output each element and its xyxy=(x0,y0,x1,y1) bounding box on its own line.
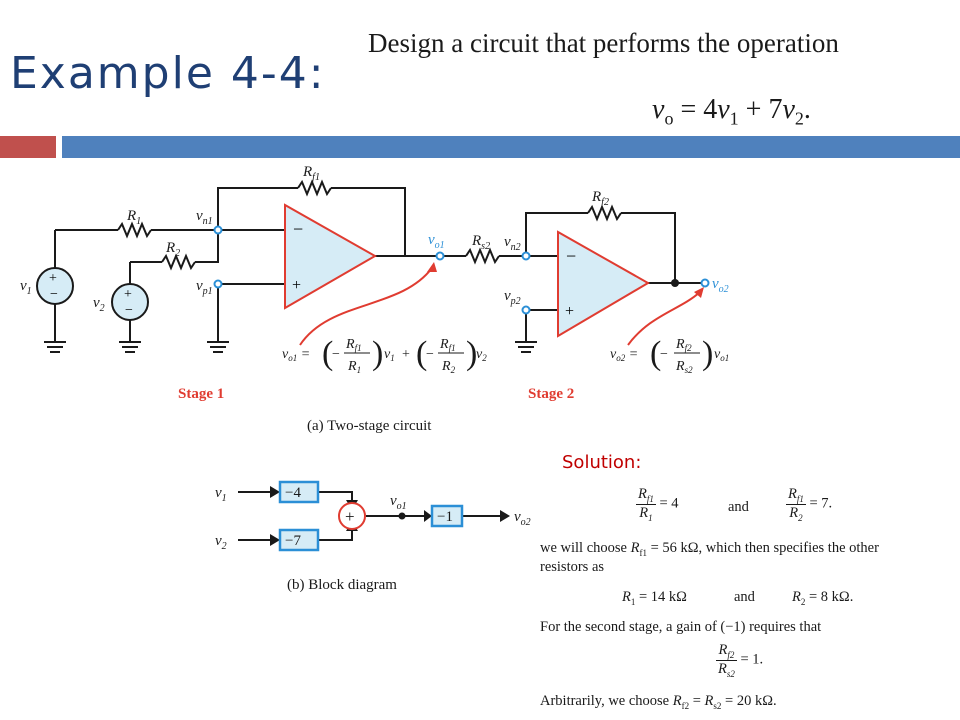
svg-text:vn2: vn2 xyxy=(504,234,521,253)
svg-text:R1: R1 xyxy=(126,208,141,227)
svg-text:v1: v1 xyxy=(20,278,32,297)
svg-text:vn1: vn1 xyxy=(196,208,213,227)
svg-text:v2: v2 xyxy=(215,533,227,552)
svg-text:vo1 =: vo1 = xyxy=(282,347,310,363)
svg-text:): ) xyxy=(702,335,713,372)
svg-text:−: − xyxy=(293,219,303,239)
opamp-stage1 xyxy=(284,203,378,310)
svg-text:+: + xyxy=(124,287,132,302)
svg-text:R1: R1 xyxy=(347,359,361,375)
svg-text:vo2 =: vo2 = xyxy=(610,347,638,363)
accent-bar-blue xyxy=(62,136,960,158)
svg-text:+: + xyxy=(292,277,301,294)
svg-text:−: − xyxy=(125,303,133,318)
svg-text:vo1: vo1 xyxy=(428,232,445,251)
gain-3: −1 xyxy=(437,509,453,525)
problem-statement: Design a circuit that performs the opera… xyxy=(368,28,839,58)
svg-text:): ) xyxy=(466,335,477,372)
gain-box-1 xyxy=(278,480,320,504)
svg-text:vo2: vo2 xyxy=(514,509,531,528)
opamp-stage2 xyxy=(557,230,650,338)
gain-1: −4 xyxy=(285,485,301,501)
solution-line-2: resistors as xyxy=(540,559,605,575)
svg-text:vo1: vo1 xyxy=(714,347,729,363)
svg-text:(: ( xyxy=(322,335,333,372)
stage1-label: Stage 1 xyxy=(178,386,224,402)
svg-text:−: − xyxy=(660,347,668,362)
solution-and-2: and xyxy=(734,589,755,605)
svg-text:−: − xyxy=(426,347,434,362)
svg-text:vp1: vp1 xyxy=(196,278,213,297)
svg-text:): ) xyxy=(372,335,383,372)
svg-text:Rf1: Rf1 xyxy=(302,164,320,183)
solution-line-3: For the second stage, a gain of (−1) req… xyxy=(540,619,822,635)
svg-text:v2: v2 xyxy=(476,347,487,363)
stage2-label: Stage 2 xyxy=(528,386,574,402)
v1-source-icon xyxy=(36,267,74,305)
svg-text:−: − xyxy=(566,246,576,266)
solution-label: Solution: xyxy=(562,452,642,473)
block-caption: (b) Block diagram xyxy=(287,577,397,593)
svg-text:+: + xyxy=(49,271,57,286)
svg-text:−: − xyxy=(332,347,340,362)
solution-and-1: and xyxy=(728,499,749,515)
summer-icon xyxy=(338,502,366,530)
svg-text:(: ( xyxy=(650,335,661,372)
summer-sign: + xyxy=(345,507,355,526)
svg-text:v1: v1 xyxy=(215,485,227,504)
svg-text:v2: v2 xyxy=(93,295,105,314)
svg-text:Rs2: Rs2 xyxy=(471,233,490,252)
svg-text:Rs2: Rs2 xyxy=(675,359,693,375)
solution-line-1: we will choose Rf1 = 56 kΩ, which then s… xyxy=(540,540,879,558)
gain-box-2 xyxy=(278,528,320,552)
circuit-caption: (a) Two-stage circuit xyxy=(307,418,432,434)
solution-r2: R2 = 8 kΩ. xyxy=(792,589,854,607)
svg-text:Rf1: Rf1 xyxy=(439,337,456,353)
solution-line-4: Arbitrarily, we choose Rf2 = Rs2 = 20 kΩ… xyxy=(540,693,777,711)
svg-text:R2: R2 xyxy=(441,359,456,375)
target-equation: vo = 4v1 + 7v2. xyxy=(652,94,811,129)
svg-text:vp2: vp2 xyxy=(504,288,521,307)
svg-text:vo1: vo1 xyxy=(390,493,407,512)
svg-text:+: + xyxy=(565,303,574,320)
svg-text:+: + xyxy=(402,347,410,362)
svg-text:−: − xyxy=(50,287,58,302)
gain-2: −7 xyxy=(285,533,301,549)
v2-source-icon xyxy=(111,283,149,321)
svg-text:Rf2: Rf2 xyxy=(675,337,692,353)
svg-text:Rf1: Rf1 xyxy=(345,337,362,353)
solution-r1: R1 = 14 kΩ xyxy=(622,589,687,607)
svg-text:vo2: vo2 xyxy=(712,276,729,295)
gain-box-3 xyxy=(430,504,464,528)
svg-text:Rf2: Rf2 xyxy=(591,189,609,208)
svg-text:(: ( xyxy=(416,335,427,372)
slide-title: Example 4-4: xyxy=(10,48,326,99)
accent-bar-red xyxy=(0,136,56,158)
svg-text:v1: v1 xyxy=(384,347,395,363)
svg-text:R2: R2 xyxy=(165,240,180,259)
